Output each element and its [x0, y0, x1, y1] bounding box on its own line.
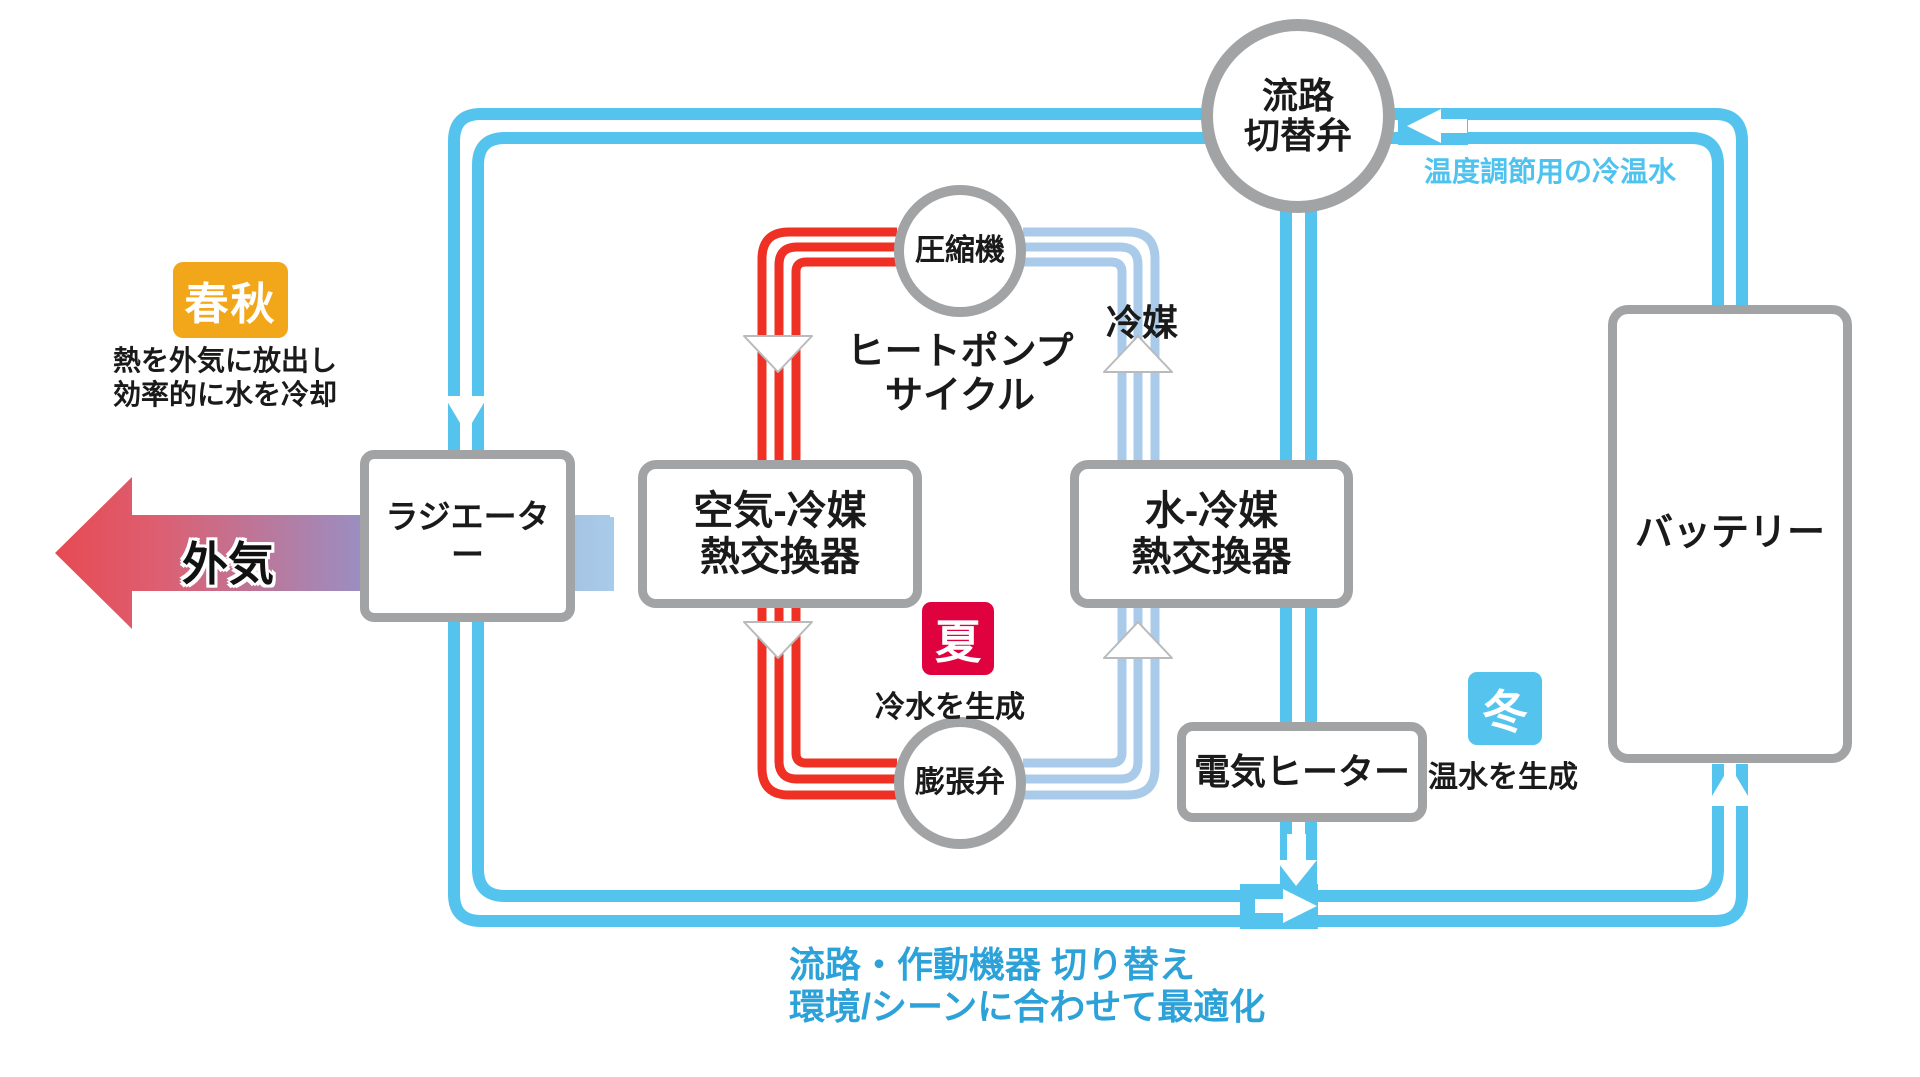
compressor-label: 圧縮機	[915, 234, 1005, 268]
badge-spring-autumn: 春秋	[173, 262, 288, 338]
electric-heater-label: 電気ヒーター	[1193, 751, 1410, 793]
arrow-top-leftward	[1407, 109, 1467, 143]
badge-summer: 夏	[922, 602, 994, 675]
expansion-valve-label: 膨張弁	[915, 766, 1005, 800]
heat-pump-cycle-label: ヒートポンプ サイクル	[830, 330, 1090, 418]
node-air-refrigerant-hx: 空気-冷媒 熱交換器	[638, 460, 922, 608]
node-electric-heater: 電気ヒーター	[1177, 722, 1427, 822]
flow-switch-valve-label-line2: 切替弁	[1243, 115, 1352, 156]
water-flow-arrows	[444, 109, 1754, 923]
air-hx-label-line2: 熱交換器	[700, 535, 860, 579]
arrow-junction-down	[1276, 834, 1317, 886]
summer-description: 冷水を生成	[875, 691, 1025, 724]
water-hx-label-line2: 熱交換器	[1131, 535, 1292, 579]
heat-pump-cycle-line1: ヒートポンプ	[846, 331, 1074, 373]
badge-summer-label: 夏	[935, 615, 981, 668]
bottom-caption: 流路・作動機器 切り替え 環境/シーンに合わせて最適化	[789, 944, 1265, 1029]
arrow-cold-up-lower	[1103, 621, 1173, 659]
refrigerant-label: 冷媒	[1105, 302, 1178, 343]
arrow-into-radiator	[444, 396, 488, 433]
heat-pump-cycle-line2: サイクル	[884, 375, 1036, 418]
arrow-bottom-rightward	[1255, 889, 1317, 923]
node-compressor: 圧縮機	[894, 185, 1026, 317]
refrigerant-flow-arrows	[743, 335, 1173, 659]
badge-spring-autumn-label: 春秋	[184, 280, 277, 329]
badge-winter: 冬	[1468, 672, 1542, 745]
arrow-hot-down-lower	[743, 621, 813, 659]
bottom-caption-line1: 流路・作動機器 切り替え	[789, 944, 1196, 985]
winter-description: 温水を生成	[1428, 761, 1578, 794]
water-note-label: 温度調節用の冷温水	[1424, 156, 1677, 187]
badge-winter-label: 冬	[1482, 685, 1528, 738]
arrow-hot-down-upper	[743, 335, 813, 373]
arrow-cold-up-upper	[1103, 335, 1173, 373]
spring-autumn-description: 熱を外気に放出し 効率的に水を冷却	[113, 344, 337, 412]
spring-autumn-desc-line2: 効率的に水を冷却	[113, 379, 338, 411]
air-hx-label-line1: 空気-冷媒	[693, 489, 867, 533]
battery-label: バッテリー	[1634, 512, 1825, 555]
node-flow-switch-valve: 流路 切替弁	[1201, 19, 1395, 213]
radiator-label: ラジエーター	[385, 498, 550, 573]
water-hx-label-line1: 水-冷媒	[1144, 489, 1279, 533]
arrow-into-battery	[1706, 766, 1754, 806]
node-radiator: ラジエーター	[360, 450, 575, 622]
bottom-caption-line2: 環境/シーンに合わせて最適化	[789, 986, 1266, 1028]
flow-switch-valve-label-line1: 流路	[1261, 74, 1334, 116]
node-water-refrigerant-hx: 水-冷媒 熱交換器	[1070, 460, 1353, 608]
node-battery: バッテリー	[1608, 305, 1852, 763]
node-expansion-valve: 膨張弁	[894, 717, 1026, 849]
spring-autumn-desc-line1: 熱を外気に放出し	[113, 345, 338, 376]
outside-air-label: 外気	[182, 538, 274, 590]
